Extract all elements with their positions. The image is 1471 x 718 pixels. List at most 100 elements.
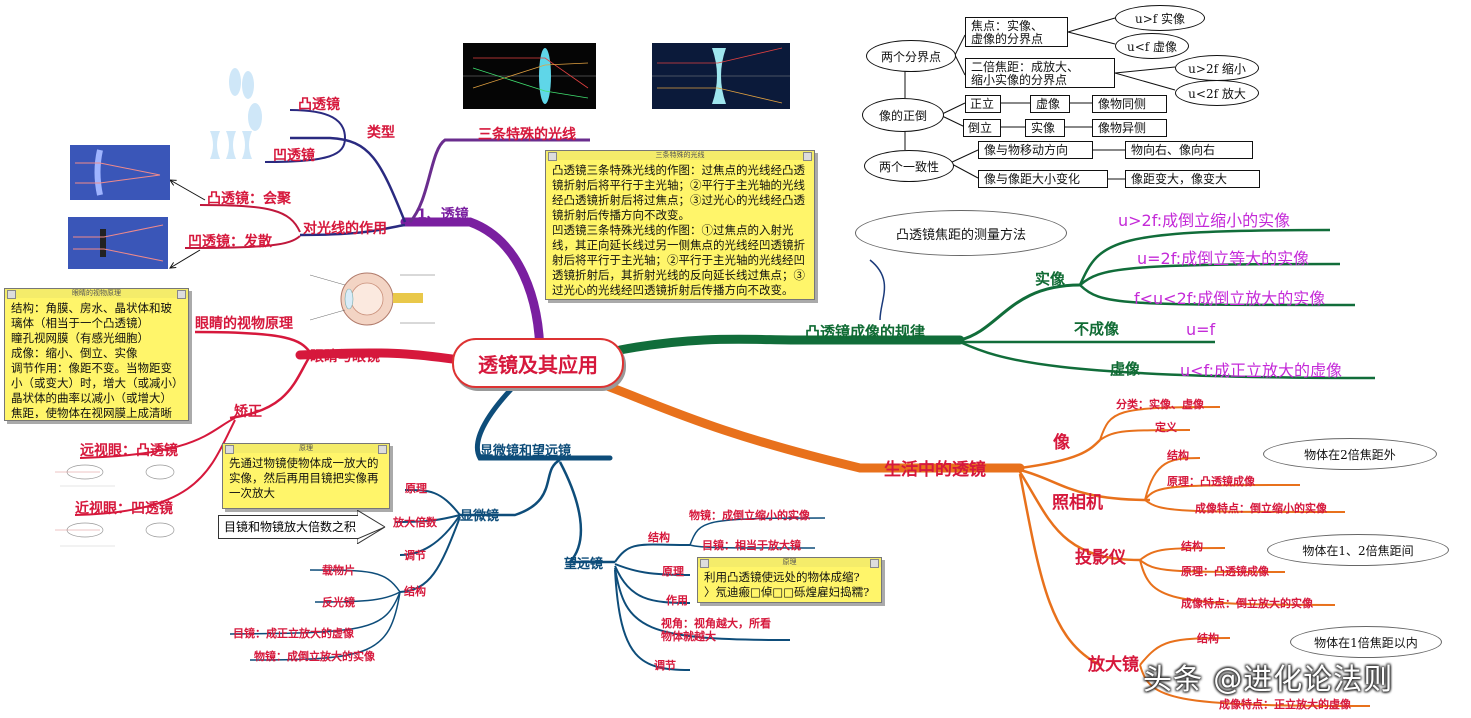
microscope-eyepiece-node[interactable]: 目镜：成正立放大的虚像 xyxy=(233,627,354,640)
camera-principle-node[interactable]: 原理：凸透镜成像 xyxy=(1167,475,1255,488)
camera-node[interactable]: 照相机 xyxy=(1052,493,1103,513)
imaging-rules-topic[interactable]: 凸透镜成像的规律 xyxy=(805,323,926,341)
convex-ray-diagram-image xyxy=(463,43,596,109)
camera-cloud[interactable]: 物体在2倍焦距外 xyxy=(1263,438,1437,470)
same-side-box[interactable]: 像物同侧 xyxy=(1092,95,1167,113)
eye-principle-node[interactable]: 眼睛的视物原理 xyxy=(195,316,293,332)
orientation-ellipse[interactable]: 像的正倒 xyxy=(862,98,944,132)
microscope-node[interactable]: 显微镜 xyxy=(460,509,500,524)
virtual-image-node[interactable]: 虚像 xyxy=(1110,360,1141,378)
note-title: 眼睛的视物原理 xyxy=(5,289,188,298)
microscope-principle-node[interactable]: 原理 xyxy=(405,482,427,495)
note-close-icon[interactable] xyxy=(700,559,709,568)
telescope-eyepiece-node[interactable]: 目镜：相当于放大镜 xyxy=(702,539,801,552)
no-image-node[interactable]: 不成像 xyxy=(1074,320,1120,338)
diverging-image xyxy=(68,217,168,269)
central-topic[interactable]: 透镜及其应用 xyxy=(452,338,624,388)
telescope-function-node[interactable]: 作用 xyxy=(666,594,688,607)
lens-types-topic[interactable]: 类型 xyxy=(367,125,395,141)
telescope-structure-node[interactable]: 结构 xyxy=(648,531,670,544)
correction-node[interactable]: 矫正 xyxy=(234,404,262,420)
note-close-icon[interactable] xyxy=(7,290,16,299)
note-resize-icon[interactable] xyxy=(803,152,812,161)
measure-focal-length-cloud[interactable]: 凸透镜焦距的测量方法 xyxy=(855,210,1067,256)
consistency-ellipse[interactable]: 两个一致性 xyxy=(864,150,954,182)
camera-feature-node[interactable]: 成像特点：倒立缩小的实像 xyxy=(1195,502,1327,515)
focus-virtual-ellipse[interactable]: u<f 虚像 xyxy=(1115,33,1189,59)
image-define-node[interactable]: 定义 xyxy=(1155,421,1177,434)
mirror-node[interactable]: 反光镜 xyxy=(322,596,355,609)
size-change-box[interactable]: 像与像距大小变化 xyxy=(978,170,1108,188)
note-body: 利用凸透镜使远处的物体成缩? 〉氖迪瘢□倬□□砾煌雇妇捣糯? xyxy=(704,570,870,599)
note-title: 原理 xyxy=(223,444,389,453)
telescope-adjust-node[interactable]: 调节 xyxy=(654,659,676,672)
microscope-adjust-node[interactable]: 调节 xyxy=(404,549,426,562)
note-close-icon[interactable] xyxy=(548,152,557,161)
farsight-node[interactable]: 远视眼：凸透镜 xyxy=(80,443,178,459)
lens-topic[interactable]: 1、透镜 xyxy=(417,207,469,223)
note-title: 三条特殊的光线 xyxy=(546,151,814,160)
telescope-note[interactable]: 原理 利用凸透镜使远处的物体成缩? 〉氖迪瘢□倬□□砾煌雇妇捣糯? xyxy=(697,557,882,603)
double-enlarge-ellipse[interactable]: u<2f 放大 xyxy=(1175,80,1259,106)
opposite-side-box[interactable]: 像物异侧 xyxy=(1092,119,1167,137)
note-resize-icon[interactable] xyxy=(870,559,879,568)
magnifier-feature-node[interactable]: 成像特点：正立放大的虚像 xyxy=(1219,698,1351,711)
magnification-node[interactable]: 放大倍数 xyxy=(393,516,437,529)
inverted-box[interactable]: 倒立 xyxy=(963,119,1001,137)
vision-correction-image xyxy=(55,464,175,547)
real-box[interactable]: 实像 xyxy=(1025,119,1065,137)
note-resize-icon[interactable] xyxy=(177,290,186,299)
microscope-objective-node[interactable]: 物镜：成倒立放大的实像 xyxy=(254,650,375,663)
focus-box[interactable]: 焦点：实像、 虚像的分界点 xyxy=(965,17,1068,47)
boundary-ellipse[interactable]: 两个分界点 xyxy=(866,40,956,72)
projector-feature-node[interactable]: 成像特点：倒立放大的实像 xyxy=(1181,597,1313,610)
life-lens-topic[interactable]: 生活中的透镜 xyxy=(884,460,986,480)
real-rule-2: u=2f:成倒立等大的实像 xyxy=(1137,249,1310,268)
move-direction-box[interactable]: 像与物移动方向 xyxy=(978,141,1093,159)
real-rule-1: u>2f:成倒立缩小的实像 xyxy=(1118,211,1291,230)
move-result-box[interactable]: 物向右、像向右 xyxy=(1125,141,1253,159)
light-effect-topic[interactable]: 对光线的作用 xyxy=(303,221,387,237)
microscope-note[interactable]: 原理 先通过物镜使物体成一放大的实像，然后再用目镜把实像再一次放大 xyxy=(222,443,390,509)
magnifier-cloud[interactable]: 物体在1倍焦距以内 xyxy=(1290,626,1442,658)
convex-lens-node[interactable]: 凸透镜 xyxy=(298,97,340,113)
nearsight-node[interactable]: 近视眼：凹透镜 xyxy=(75,501,173,517)
focus-real-ellipse[interactable]: u>f 实像 xyxy=(1115,5,1205,31)
telescope-principle-node[interactable]: 原理 xyxy=(662,565,684,578)
concave-diverge-node[interactable]: 凹透镜：发散 xyxy=(188,234,272,250)
eye-principle-note[interactable]: 眼睛的视物原理 结构：角膜、房水、晶状体和玻璃体（相当于一个凸透镜） 瞳孔视网膜… xyxy=(4,288,189,421)
magnification-arrow-box[interactable]: 目镜和物镜放大倍数之积 xyxy=(218,515,358,539)
note-close-icon[interactable] xyxy=(225,445,234,454)
projector-structure-node[interactable]: 结构 xyxy=(1181,540,1203,553)
three-rays-topic[interactable]: 三条特殊的光线 xyxy=(478,127,576,143)
three-rays-note[interactable]: 三条特殊的光线 凸透镜三条特殊光线的作图：过焦点的光线经凸透镜折射后将平行于主光… xyxy=(545,150,815,300)
magnifier-node[interactable]: 放大镜 xyxy=(1088,655,1139,675)
virtual-rule: u<f:成正立放大的虚像 xyxy=(1180,361,1343,380)
slide-node[interactable]: 载物片 xyxy=(322,564,355,577)
projector-cloud[interactable]: 物体在1、2倍焦距间 xyxy=(1267,534,1449,566)
virtual-box[interactable]: 虚像 xyxy=(1030,95,1070,113)
microscope-structure-node[interactable]: 结构 xyxy=(404,585,426,598)
scopes-topic[interactable]: 显微镜和望远镜 xyxy=(480,444,572,459)
telescope-node[interactable]: 望远镜 xyxy=(564,557,604,572)
convex-converge-node[interactable]: 凸透镜：会聚 xyxy=(207,191,291,207)
concave-lens-node[interactable]: 凹透镜 xyxy=(273,148,315,164)
image-node[interactable]: 像 xyxy=(1053,433,1070,453)
note-resize-icon[interactable] xyxy=(378,445,387,454)
eye-glasses-topic[interactable]: 眼睛与眼镜 xyxy=(310,349,380,365)
telescope-objective-node[interactable]: 物镜：成倒立缩小的实像 xyxy=(689,509,810,522)
camera-structure-node[interactable]: 结构 xyxy=(1167,449,1189,462)
real-rule-3: f<u<2f:成倒立放大的实像 xyxy=(1134,289,1326,308)
size-result-box[interactable]: 像距变大，像变大 xyxy=(1125,170,1260,188)
image-classify-node[interactable]: 分类：实像、虚像 xyxy=(1116,398,1204,411)
upright-box[interactable]: 正立 xyxy=(965,95,1001,113)
projector-principle-node[interactable]: 原理：凸透镜成像 xyxy=(1181,565,1269,578)
projector-node[interactable]: 投影仪 xyxy=(1075,548,1126,568)
telescope-angle-node[interactable]: 视角：视角越大，所看 物体就越大 xyxy=(661,617,771,643)
converging-image xyxy=(70,145,170,200)
magnifier-structure-node[interactable]: 结构 xyxy=(1197,632,1219,645)
note-body: 先通过物镜使物体成一放大的实像，然后再用目镜把实像再一次放大 xyxy=(229,456,379,500)
double-focus-box[interactable]: 二倍焦距：成放大、 缩小实像的分界点 xyxy=(965,58,1115,88)
real-image-node[interactable]: 实像 xyxy=(1035,270,1066,288)
double-shrink-ellipse[interactable]: u>2f 缩小 xyxy=(1175,55,1259,81)
